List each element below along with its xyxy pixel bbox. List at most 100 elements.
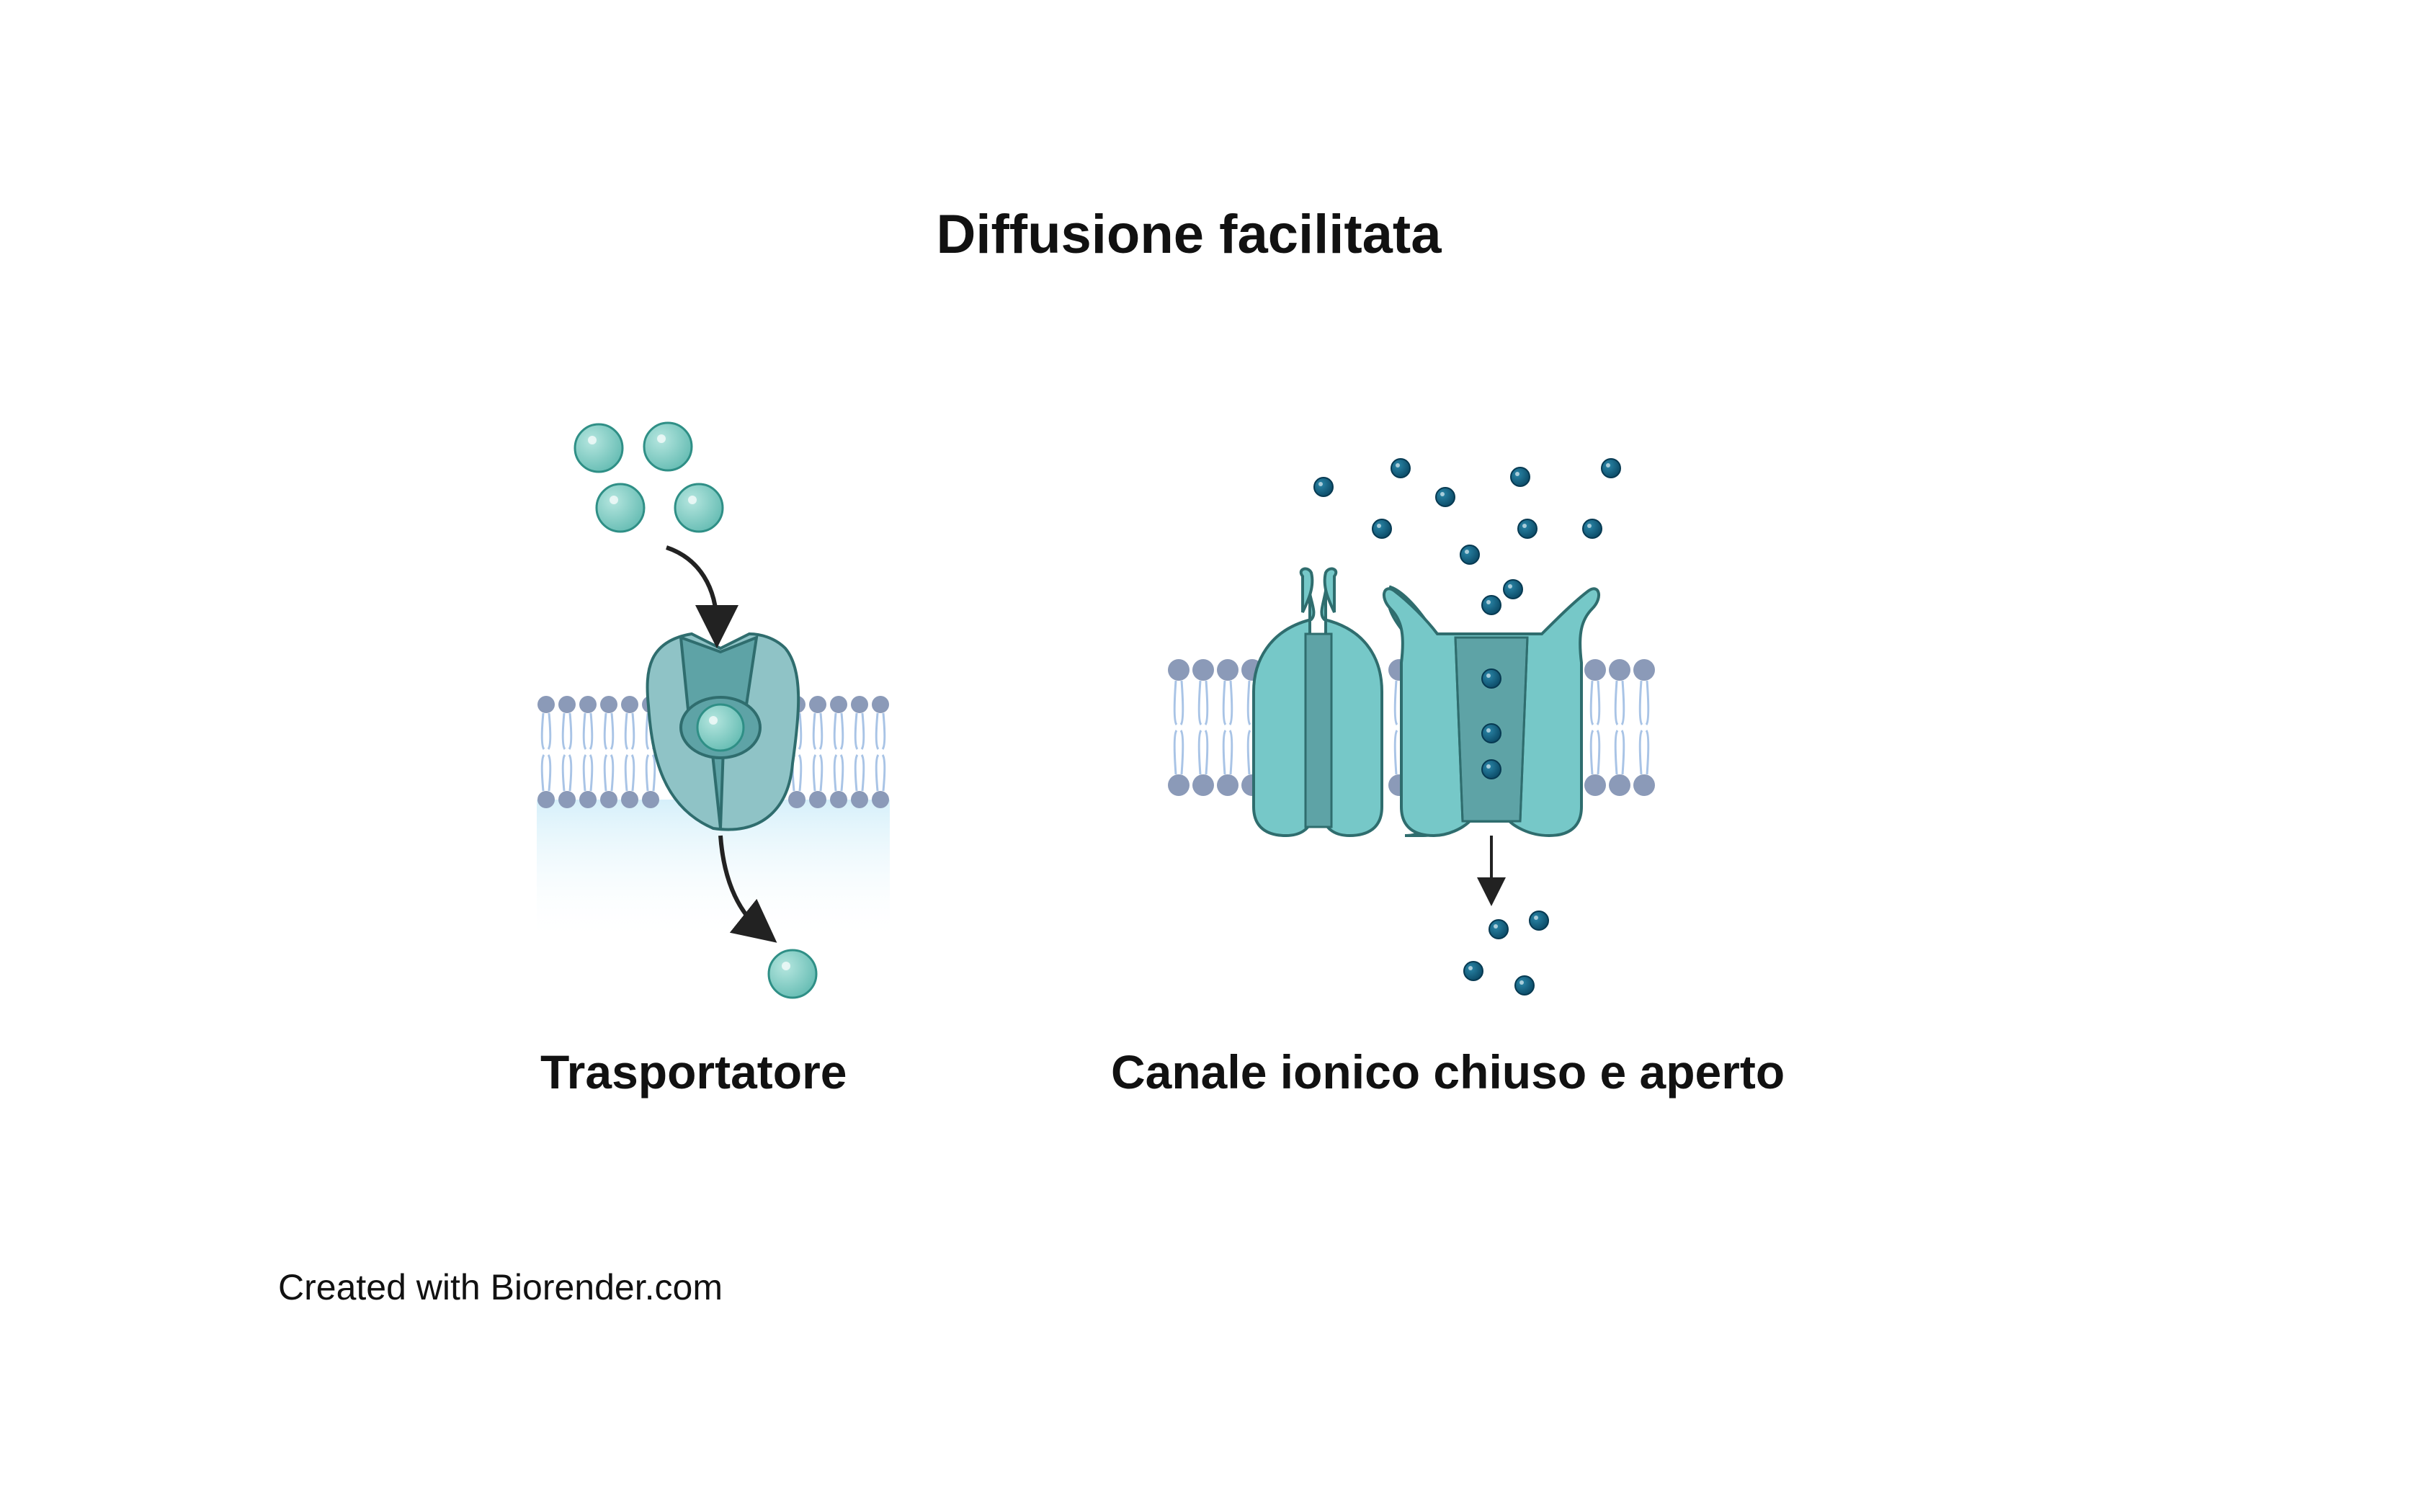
phospholipid <box>1609 659 1630 796</box>
transporter-panel <box>537 421 890 999</box>
molecule-highlight <box>610 496 618 504</box>
ion-highlight <box>1515 472 1519 476</box>
ion-body <box>1481 723 1501 743</box>
ion-body <box>1481 668 1501 689</box>
ion-body <box>1510 467 1530 487</box>
phospholipid <box>851 696 868 808</box>
lipid-head-top <box>600 696 617 713</box>
ion <box>1517 519 1538 539</box>
lipid-tail-top <box>624 712 635 750</box>
lipid-tail-bottom <box>1222 730 1233 775</box>
ion-body <box>1514 975 1535 996</box>
ion-body <box>1582 519 1602 539</box>
ion-body <box>1529 911 1549 931</box>
molecule <box>674 483 724 533</box>
lipid-head-top <box>1217 659 1239 681</box>
lipid-tail-bottom <box>1197 730 1209 775</box>
transporter-label: Trasportatore <box>540 1045 847 1099</box>
lipid-tail-top <box>1614 680 1625 725</box>
ion <box>1503 579 1523 599</box>
lipid-head-bottom <box>642 791 659 808</box>
ion-highlight <box>1468 966 1473 970</box>
lipid-head-top <box>1168 659 1190 681</box>
lipid-tail-bottom <box>1589 730 1601 775</box>
lipid-tail-top <box>540 712 552 750</box>
phospholipid <box>579 696 597 808</box>
lipid-tail-bottom <box>1638 730 1650 775</box>
lipid-tail-top <box>833 712 844 750</box>
ion <box>1481 668 1501 689</box>
phospholipid <box>537 696 555 808</box>
lipid-tail-top <box>603 712 615 750</box>
lipid-head-top <box>809 696 826 713</box>
ion-highlight <box>1377 524 1381 528</box>
lipid-tail-top <box>875 712 886 750</box>
lipid-tail-bottom <box>1614 730 1625 775</box>
ion <box>1435 487 1455 507</box>
phospholipid <box>809 696 826 808</box>
arrow-in-icon <box>666 545 738 648</box>
ion-channel-label: Canale ionico chiuso e aperto <box>1111 1045 1785 1099</box>
lipid-tail-bottom <box>624 754 635 792</box>
lipid-tail-bottom <box>875 754 886 792</box>
lipid-tail-bottom <box>833 754 844 792</box>
lipid-head-top <box>872 696 889 713</box>
lipid-head-bottom <box>579 791 597 808</box>
ion-body <box>1460 545 1480 565</box>
closed-channel-gate <box>1299 567 1338 613</box>
lipid-tail-top <box>854 712 865 750</box>
ion <box>1481 595 1501 615</box>
ion <box>1514 975 1535 996</box>
closed-channel-pore <box>1304 632 1333 828</box>
molecule-highlight <box>657 434 666 443</box>
lipid-bilayer-right <box>1168 659 1655 796</box>
lipid-head-top <box>1609 659 1630 681</box>
lipid-head-top <box>1633 659 1655 681</box>
lipid-head-bottom <box>1633 774 1655 796</box>
ion <box>1529 911 1549 931</box>
molecule <box>643 421 693 472</box>
molecules-extracellular <box>574 421 724 533</box>
lipid-tail-top <box>1638 680 1650 725</box>
phospholipid <box>1633 659 1655 796</box>
lipid-head-top <box>1584 659 1606 681</box>
lipid-tail-top <box>1589 680 1601 725</box>
ion-body <box>1489 919 1509 939</box>
closed-ion-channel <box>1252 567 1383 838</box>
ion-highlight <box>1606 463 1610 468</box>
lipid-head-top <box>579 696 597 713</box>
lipid-head-bottom <box>830 791 847 808</box>
lipid-tail-top <box>1222 680 1233 725</box>
ion-body <box>1601 458 1621 478</box>
molecule-highlight <box>782 962 790 970</box>
ion-channel-panel <box>1168 458 1655 996</box>
lipid-tail-top <box>1197 680 1209 725</box>
ion <box>1463 961 1483 981</box>
phospholipid <box>558 696 576 808</box>
lipid-tail-top <box>582 712 594 750</box>
phospholipid <box>1192 659 1214 796</box>
lipid-head-bottom <box>537 791 555 808</box>
phospholipid <box>1168 659 1190 796</box>
ion-highlight <box>1508 584 1512 589</box>
lipid-head-bottom <box>1217 774 1239 796</box>
lipid-tail-bottom <box>561 754 573 792</box>
lipid-tail-bottom <box>540 754 552 792</box>
ion <box>1481 723 1501 743</box>
lipid-head-bottom <box>1168 774 1190 796</box>
ion-highlight <box>1440 492 1445 496</box>
open-channel-divider-left <box>1454 637 1464 822</box>
lipid-bilayer-left <box>537 696 889 808</box>
lipid-head-bottom <box>600 791 617 808</box>
molecule <box>595 483 646 533</box>
phospholipid <box>621 696 638 808</box>
lipid-tail-bottom <box>603 754 615 792</box>
molecule-intracellular <box>767 949 818 999</box>
ion-highlight <box>1465 550 1469 554</box>
ion-body <box>1313 477 1334 497</box>
lipid-head-bottom <box>1609 774 1630 796</box>
lipid-head-bottom <box>788 791 805 808</box>
ion <box>1601 458 1621 478</box>
ion-highlight <box>1534 916 1538 920</box>
phospholipid <box>1584 659 1606 796</box>
